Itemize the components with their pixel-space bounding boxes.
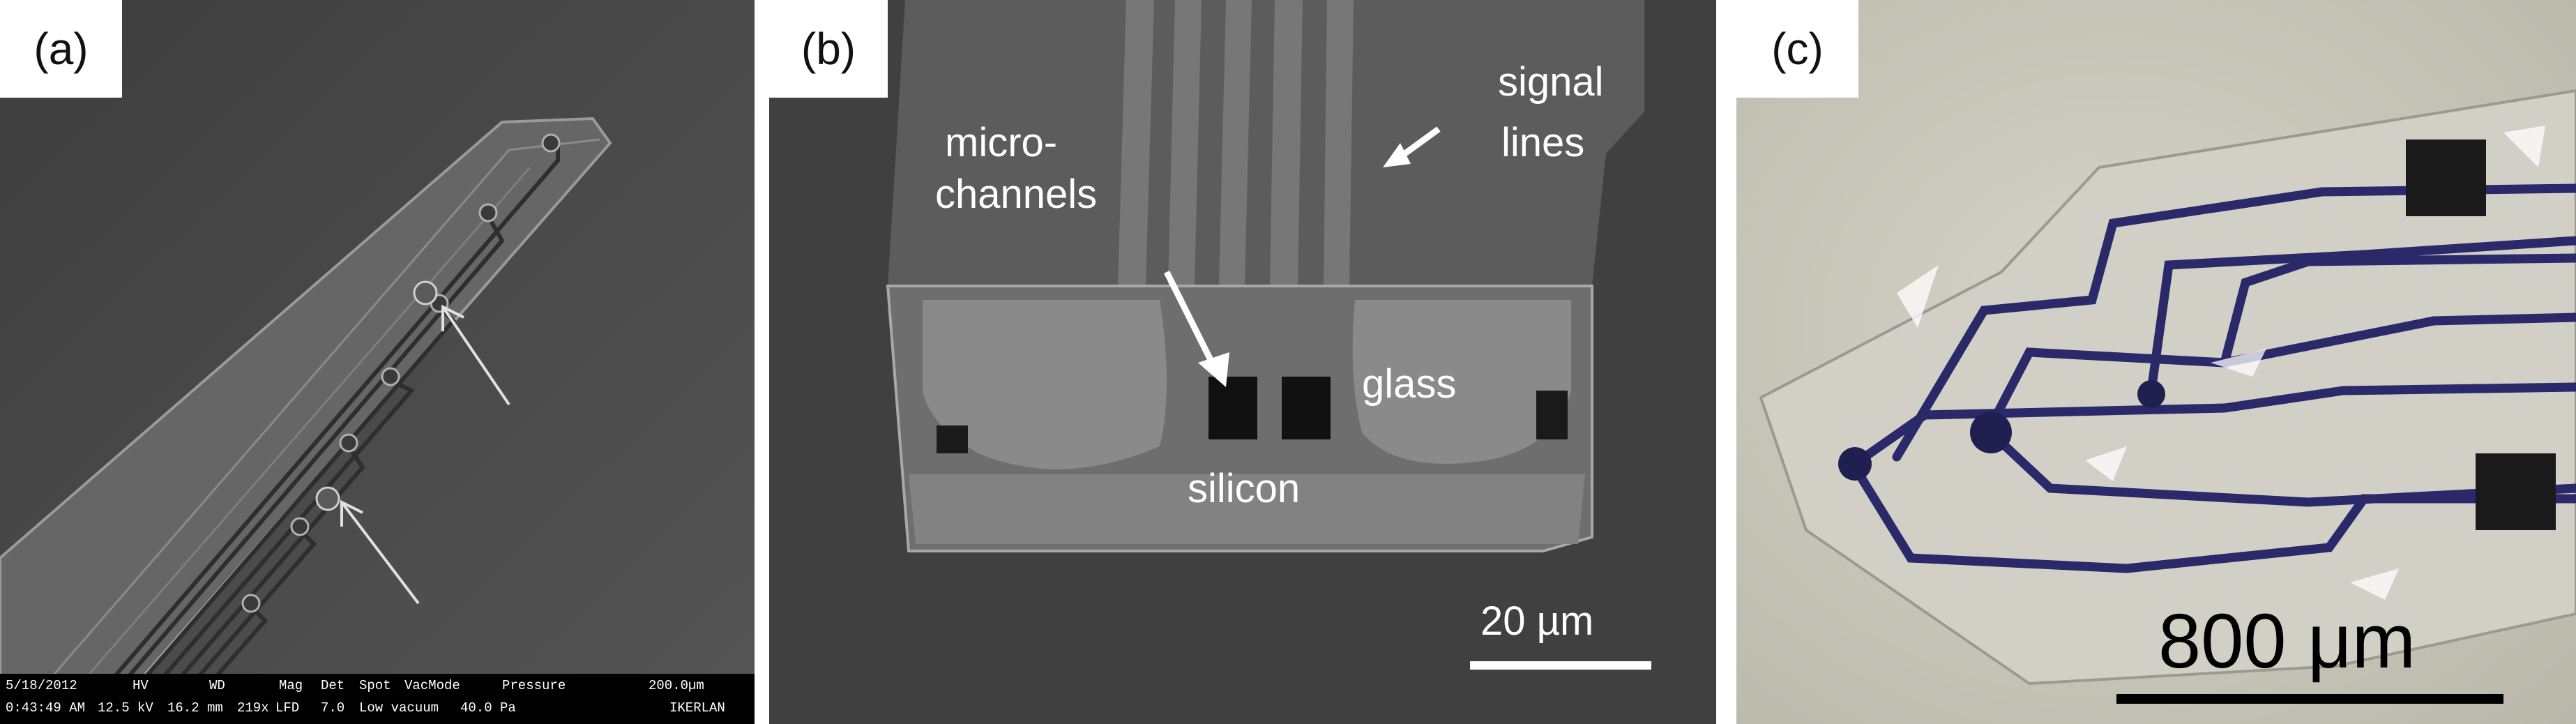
databar-mag-value: 219x — [237, 700, 269, 716]
label-signal: signal — [1498, 59, 1604, 105]
polymer-substrate-outline — [1759, 89, 2576, 686]
electrode-sites — [1838, 380, 2165, 481]
glass-layer — [1352, 300, 1571, 464]
arrow-icon — [1163, 270, 1229, 387]
electrode-sites — [241, 133, 561, 613]
databar-mag-label: Mag — [279, 678, 303, 693]
sem-image-cross-section — [769, 0, 1716, 724]
label-lines: lines — [1501, 120, 1585, 165]
scale-bar-label: 800 μm — [2158, 598, 2416, 684]
databar-vacmode-label: VacMode — [404, 678, 460, 693]
scale-bar-label: 20 µm — [1480, 598, 1594, 644]
panel-label: (b) — [769, 0, 888, 98]
databar-spot-value: 7.0 — [321, 700, 345, 716]
databar-det-label: Det — [321, 678, 345, 693]
microchannel — [1209, 377, 1257, 439]
databar-date: 5/18/2012 — [6, 678, 77, 693]
signal-lines — [1118, 0, 1354, 286]
probe-top-surface — [888, 0, 1644, 286]
panel-c: (c) 800 μm — [1736, 0, 2576, 724]
conductive-traces — [1850, 183, 2576, 573]
databar-time: 0:43:49 AM — [6, 700, 86, 716]
arrow-icon — [1383, 126, 1441, 167]
probe-edge-line — [61, 167, 531, 705]
arrow-icon — [340, 499, 420, 605]
databar-hv-value: 12.5 kV — [98, 700, 153, 716]
sem-databar: 5/18/2012 HV WD Mag Det Spot VacMode Pre… — [0, 674, 755, 724]
microchannel — [1282, 377, 1331, 439]
label-silicon: silicon — [1188, 466, 1301, 511]
silicon-layer — [909, 474, 1585, 544]
databar-hv-label: HV — [132, 678, 149, 693]
panel-b: (b) micro- channels signal lines glass s… — [769, 0, 1716, 724]
panel-a: (a) 5/18/2012 HV WD Mag Det Spot VacMode… — [0, 0, 755, 724]
databar-wd-label: WD — [209, 678, 225, 693]
panel-label: (a) — [0, 0, 122, 98]
glass-layer — [923, 300, 1167, 469]
label-glass: glass — [1362, 361, 1457, 407]
scale-bar — [1470, 661, 1651, 670]
scale-bar — [2116, 694, 2503, 704]
databar-vacmode-value: Low vacuum — [359, 700, 439, 716]
databar-det-value: LFD — [275, 700, 300, 716]
probe-edge-line — [26, 138, 600, 705]
optical-image-flexible-probe — [1736, 0, 2576, 724]
arrow-icon — [441, 304, 510, 406]
databar-pressure-label: Pressure — [502, 678, 566, 693]
label-micro: micro- — [945, 120, 1058, 165]
label-channels: channels — [935, 172, 1098, 217]
databar-spot-label: Spot — [359, 678, 391, 693]
specular-highlights — [1897, 126, 2545, 600]
databar-wd-value: 16.2 mm — [167, 700, 223, 716]
panel-label: (c) — [1736, 0, 1858, 98]
databar-institution: IKERLAN — [669, 700, 725, 716]
contact-pads — [2406, 139, 2556, 530]
databar-pressure-value: 40.0 Pa — [460, 700, 516, 716]
databar-scale: 200.0µm — [649, 678, 704, 693]
sem-image-probe-tip — [0, 0, 755, 724]
